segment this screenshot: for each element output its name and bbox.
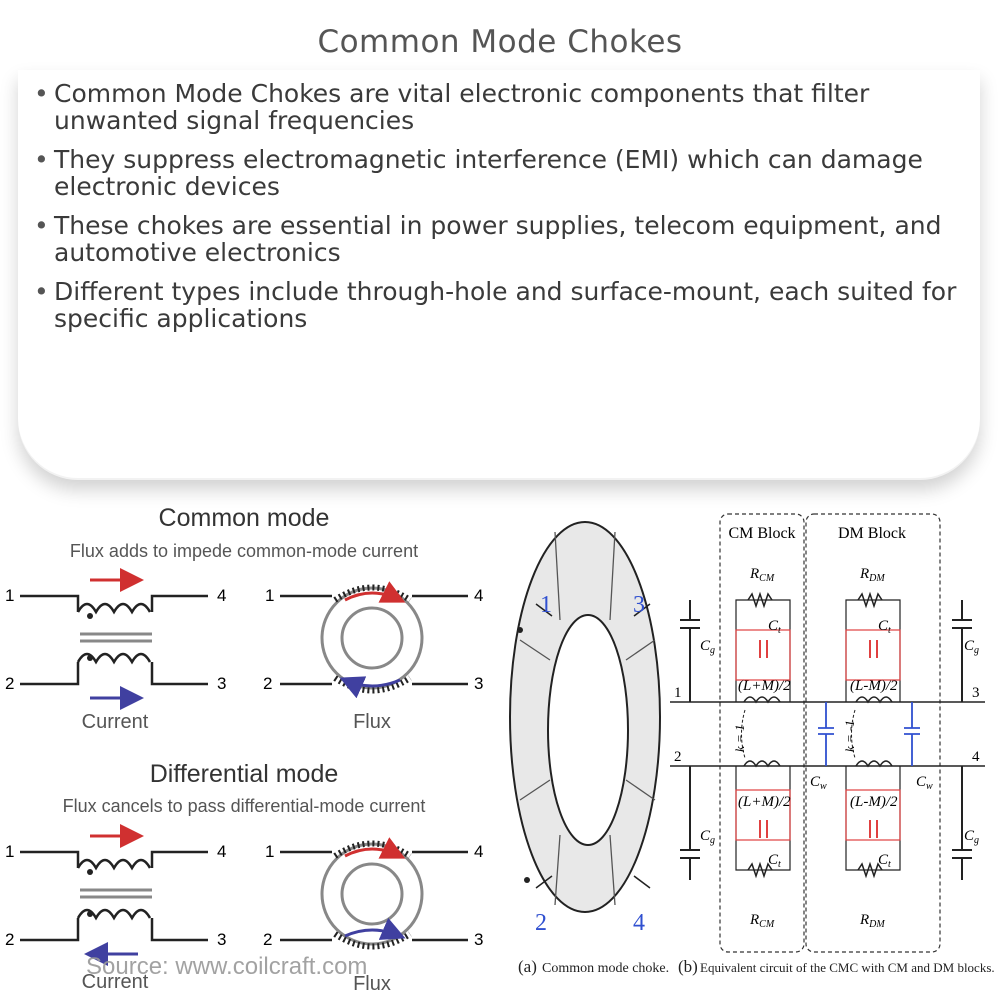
k-plus-label: k = 1: [732, 724, 747, 752]
toroid-terminal-1: 1: [540, 592, 552, 618]
r-dm-top: RDM: [859, 566, 885, 584]
lm-plus-top: (L+M)/2: [738, 678, 791, 694]
toroid-terminal-4: 4: [633, 910, 645, 936]
bullet-item: They suppress electromagnetic interferen…: [34, 146, 964, 200]
circuit-terminal-2: 2: [674, 749, 682, 765]
ct-dm-bottom: Ct: [878, 852, 891, 870]
circuit-terminal-4: 4: [972, 749, 980, 765]
common-mode-subtitle: Flux adds to impede common-mode current: [70, 541, 418, 561]
dm-toroid-pin-1: 1: [265, 842, 274, 861]
dm-pin-4: 4: [217, 842, 226, 861]
cm-toroid-pin-3: 3: [474, 674, 483, 693]
cm-pin-1: 1: [5, 586, 14, 605]
dm-toroid-pin-2: 2: [263, 930, 272, 949]
r-dm-bottom: RDM: [859, 912, 885, 930]
cm-toroid: [280, 581, 468, 699]
cw-right: Cw: [916, 774, 933, 792]
bullet-item: Common Mode Chokes are vital electronic …: [34, 80, 964, 134]
lm-minus-bottom: (L-M)/2: [850, 794, 898, 810]
bullet-card: [18, 70, 980, 480]
diff-mode-subtitle: Flux cancels to pass differential-mode c…: [63, 796, 426, 816]
dm-pin-2: 2: [5, 930, 14, 949]
dm-flux-label: Flux: [353, 973, 391, 995]
dm-pin-1: 1: [5, 842, 14, 861]
caption-b: Equivalent circuit of the CMC with CM an…: [700, 960, 995, 975]
ct-dm-top: Ct: [878, 618, 891, 636]
circuit-terminal-1: 1: [674, 685, 682, 701]
cm-current-label: Current: [82, 711, 149, 733]
lm-plus-bottom: (L+M)/2: [738, 794, 791, 810]
diff-mode-title: Differential mode: [150, 760, 339, 788]
circuit-terminal-3: 3: [972, 685, 980, 701]
source-credit: Source: www.coilcraft.com: [86, 953, 367, 980]
toroid-terminal-2: 2: [535, 910, 547, 936]
cg-left-bottom: Cg: [700, 828, 715, 846]
cg-right-bottom: Cg: [964, 828, 979, 846]
dm-toroid-pin-4: 4: [474, 842, 483, 861]
cw-left: Cw: [810, 774, 827, 792]
dm-current-label: Current: [82, 971, 149, 993]
bullet-item: These chokes are essential in power supp…: [34, 212, 964, 266]
dm-inductor-symbol: [20, 850, 208, 942]
cg-left-top: Cg: [700, 638, 715, 656]
caption-a: Common mode choke.: [542, 961, 669, 976]
cm-block-label: CM Block: [728, 525, 795, 542]
cg-right-top: Cg: [964, 638, 979, 656]
cm-flux-label: Flux: [353, 711, 391, 733]
page-title: Common Mode Chokes: [317, 24, 683, 60]
cm-toroid-pin-1: 1: [265, 586, 274, 605]
ct-cm-bottom: Ct: [768, 852, 781, 870]
k-minus-label: k = -1: [842, 720, 857, 752]
cm-inductor-symbol: [20, 594, 208, 686]
caption-b-letter: (b): [678, 957, 698, 976]
cm-pin-3: 3: [217, 674, 226, 693]
cm-toroid-pin-2: 2: [263, 674, 272, 693]
bullet-item: Different types include through-hole and…: [34, 278, 964, 332]
cm-pin-4: 4: [217, 586, 226, 605]
equivalent-circuit: CM Block DM Block: [670, 513, 995, 976]
left-figure: Common mode Flux adds to impede common-m…: [5, 504, 483, 995]
common-mode-title: Common mode: [159, 504, 330, 532]
bullet-list: Common Mode Chokes are vital electronic …: [34, 80, 964, 344]
right-toroid-figure: 1 3 2 4 (a) Common mode choke.: [509, 521, 669, 976]
toroid-terminal-3: 3: [633, 592, 645, 618]
cm-toroid-pin-4: 4: [474, 586, 483, 605]
cm-pin-2: 2: [5, 674, 14, 693]
ct-cm-top: Ct: [768, 618, 781, 636]
figures: Common mode Flux adds to impede common-m…: [0, 490, 1000, 1000]
dm-block-label: DM Block: [838, 525, 906, 542]
caption-a-letter: (a): [518, 957, 537, 976]
dm-toroid-pin-3: 3: [474, 930, 483, 949]
r-cm-top: RCM: [749, 566, 775, 584]
lm-minus-top: (L-M)/2: [850, 678, 898, 694]
dm-toroid: [280, 837, 468, 950]
r-cm-bottom: RCM: [749, 912, 775, 930]
dm-pin-3: 3: [217, 930, 226, 949]
